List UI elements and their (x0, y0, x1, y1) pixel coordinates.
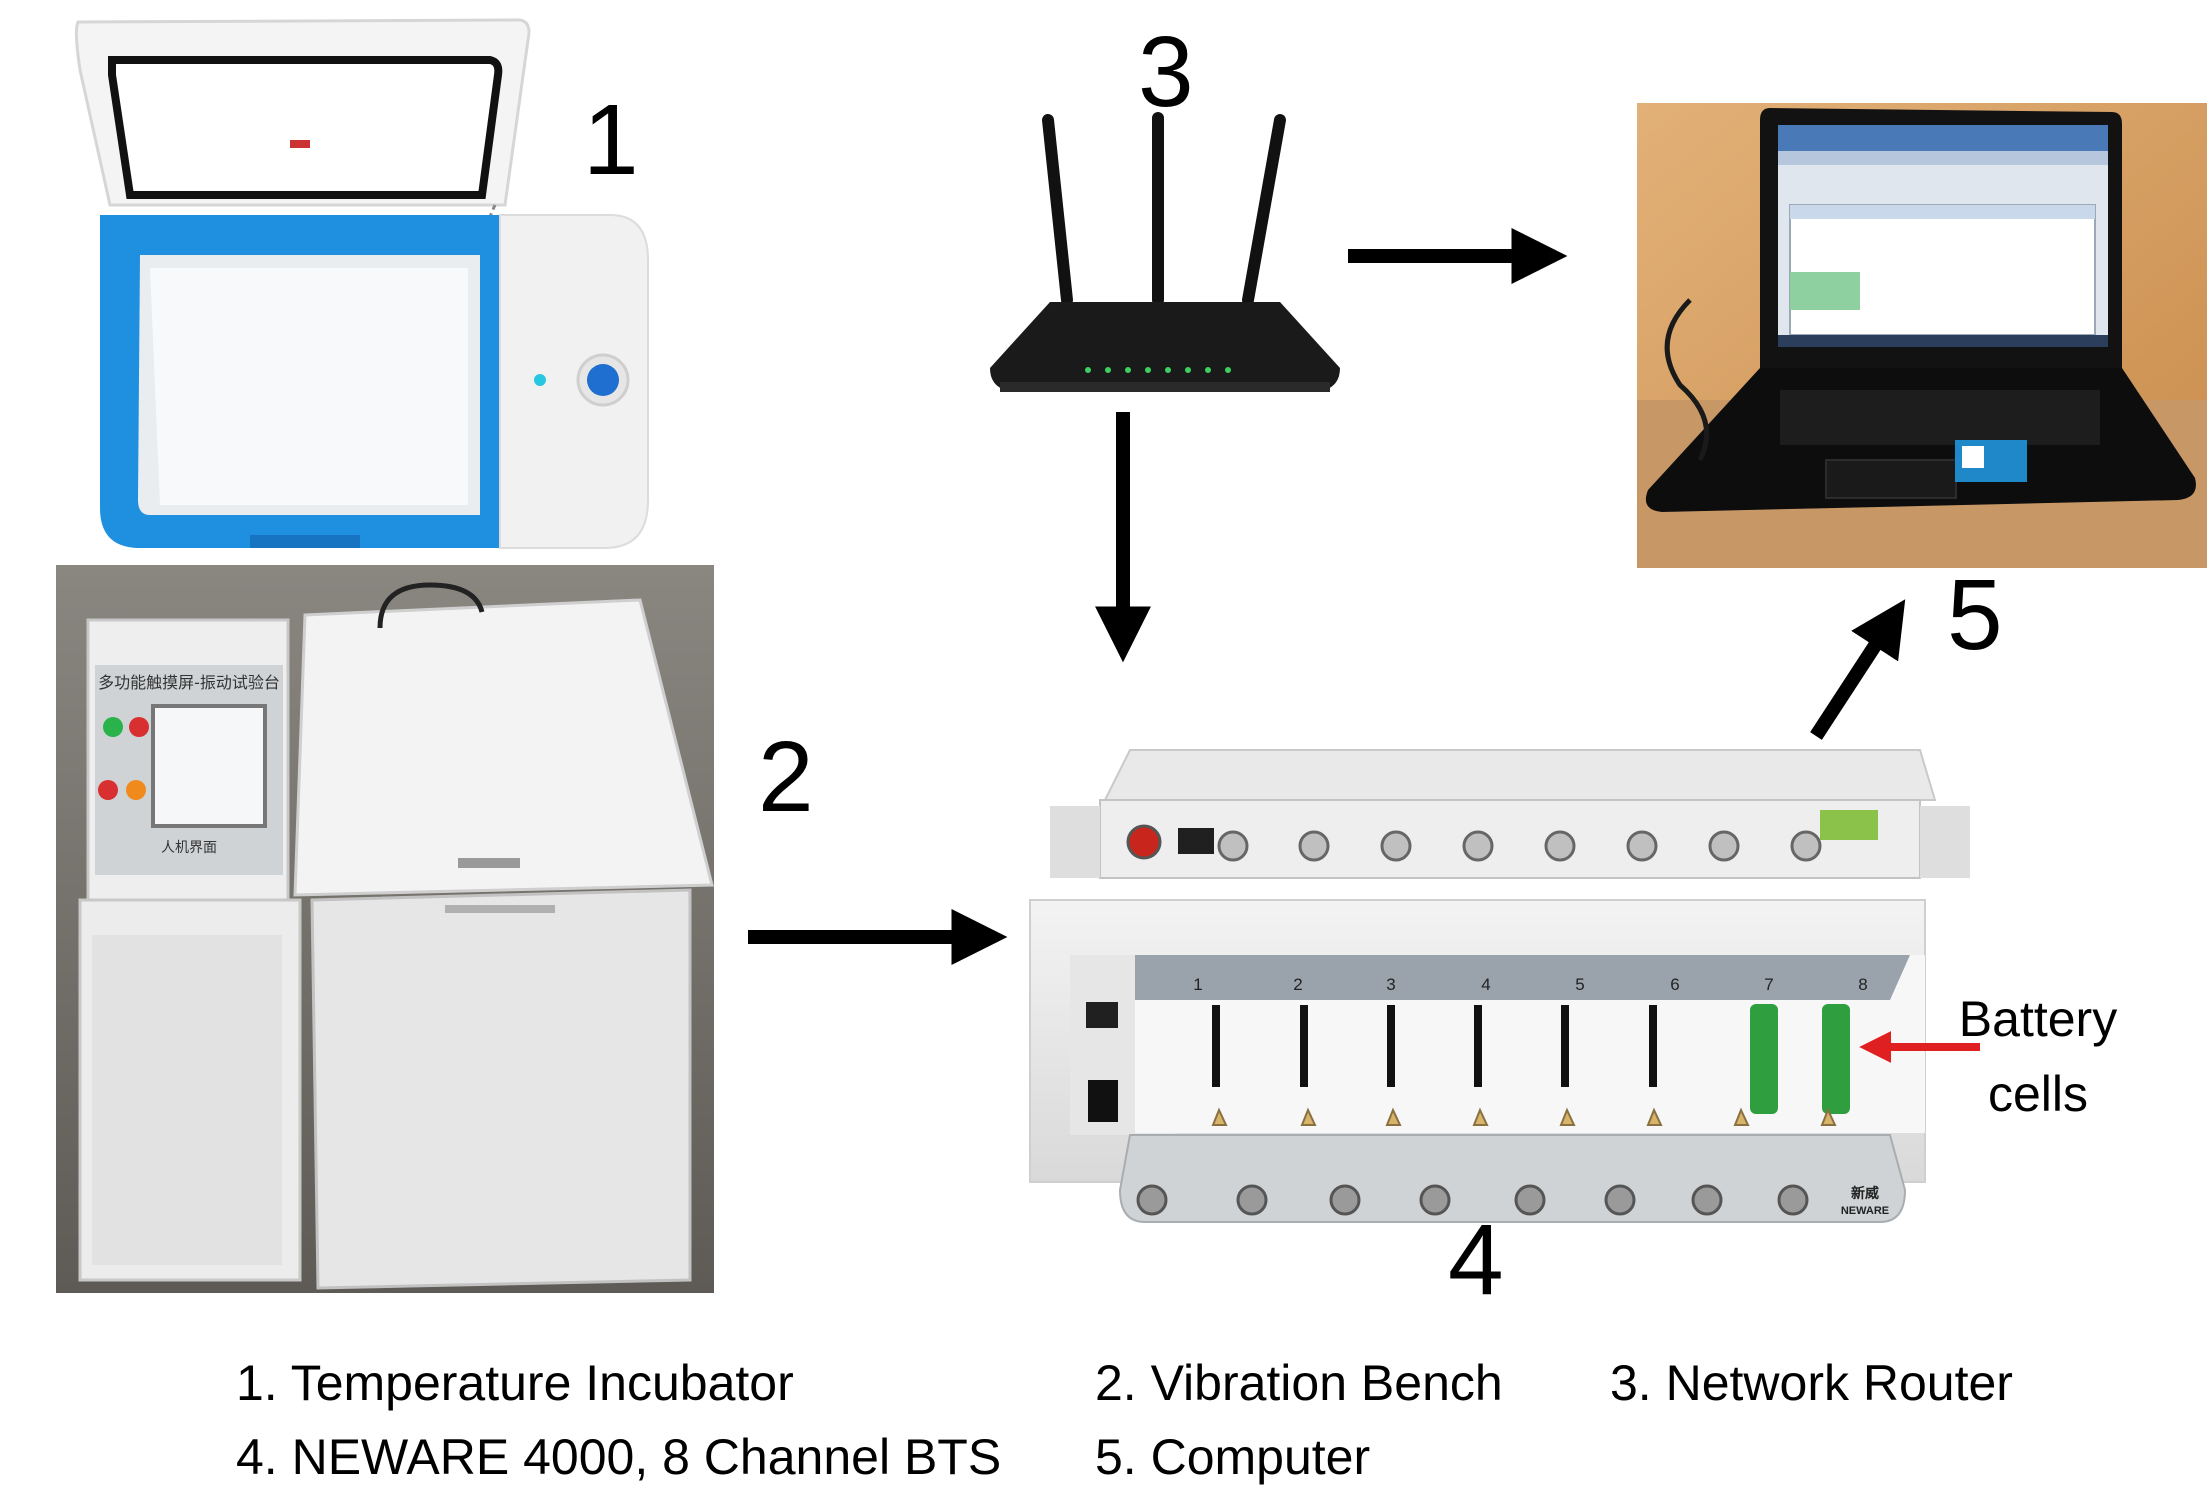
legend-item-3: 3. Network Router (1610, 1355, 2013, 1411)
label-bts-number: 4 (1448, 1204, 1504, 1316)
bts-brand-cn: 新威 (1851, 1185, 1879, 1201)
channel-label: 2 (1293, 975, 1302, 994)
battery-cell (1822, 1004, 1850, 1114)
channel-label: 6 (1670, 975, 1679, 994)
label-incubator-number: 1 (583, 84, 639, 196)
bts-brand: NEWARE (1841, 1205, 1889, 1217)
flow-arrows (748, 228, 1980, 1063)
network-router-image (990, 112, 1340, 392)
computer-image (1637, 103, 2207, 568)
label-computer-number: 5 (1947, 559, 2003, 671)
channel-label: 7 (1764, 975, 1773, 994)
legend-item-1: 1. Temperature Incubator (236, 1355, 794, 1411)
channel-label: 4 (1481, 975, 1490, 994)
label-bench-number: 2 (758, 721, 814, 833)
arrow-bts-to-computer (1810, 599, 1906, 740)
vibration-bench-image: 多功能触摸屏-振动试验台 人机界面 (56, 565, 714, 1293)
channel-label: 8 (1858, 975, 1867, 994)
battery-cells (1750, 1004, 1850, 1114)
channel-label: 1 (1193, 975, 1202, 994)
legend-item-5: 5. Computer (1095, 1429, 1371, 1485)
channel-label: 3 (1386, 975, 1395, 994)
callout-line-2: cells (1987, 1066, 2089, 1122)
bench-panel-caption: 人机界面 (161, 840, 217, 856)
callout-line-1: Battery (1958, 991, 2118, 1047)
battery-cells-callout: Battery cells (1948, 982, 2128, 1132)
label-router-number: 3 (1138, 16, 1194, 128)
bts-channel-numbers: 1 2 3 4 5 6 7 8 (1193, 975, 1867, 994)
neware-bts-image: 1 2 3 4 5 6 7 8 新威 NEWARE (1029, 749, 1970, 1223)
legend-item-2: 2. Vibration Bench (1095, 1355, 1503, 1411)
channel-label: 5 (1575, 975, 1584, 994)
temperature-incubator-image (74, 18, 649, 549)
bench-panel-title: 多功能触摸屏-振动试验台 (98, 673, 280, 692)
battery-cell (1750, 1004, 1778, 1114)
legend-item-4: 4. NEWARE 4000, 8 Channel BTS (236, 1429, 1002, 1485)
